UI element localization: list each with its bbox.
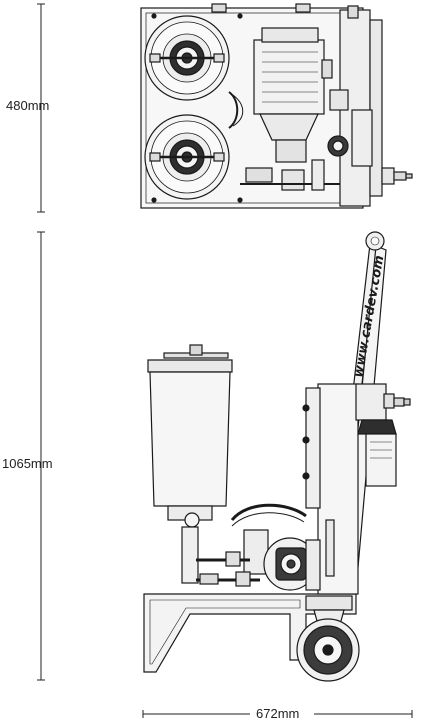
dimension-line-672 — [142, 710, 413, 718]
dimension-line-480 — [37, 3, 45, 213]
side-view: www.cardev.com — [143, 231, 411, 682]
dimension-line-1065 — [37, 231, 45, 681]
filter-housing-top-2 — [144, 114, 230, 200]
dimension-label-480: 480mm — [6, 98, 50, 113]
filter-housing-top-1 — [144, 15, 230, 101]
vertical-frame — [317, 383, 359, 595]
dimension-label-672: 672mm — [256, 706, 300, 721]
wheel — [296, 595, 360, 682]
outlet-fitting-top — [381, 167, 413, 185]
dimension-label-1065: 1065mm — [2, 456, 53, 471]
side-filter-right — [355, 383, 411, 487]
top-view — [140, 3, 413, 209]
gauge-top — [327, 135, 349, 157]
motor-top — [253, 27, 333, 163]
side-pump — [196, 503, 321, 591]
side-bowl-filter — [147, 344, 233, 584]
